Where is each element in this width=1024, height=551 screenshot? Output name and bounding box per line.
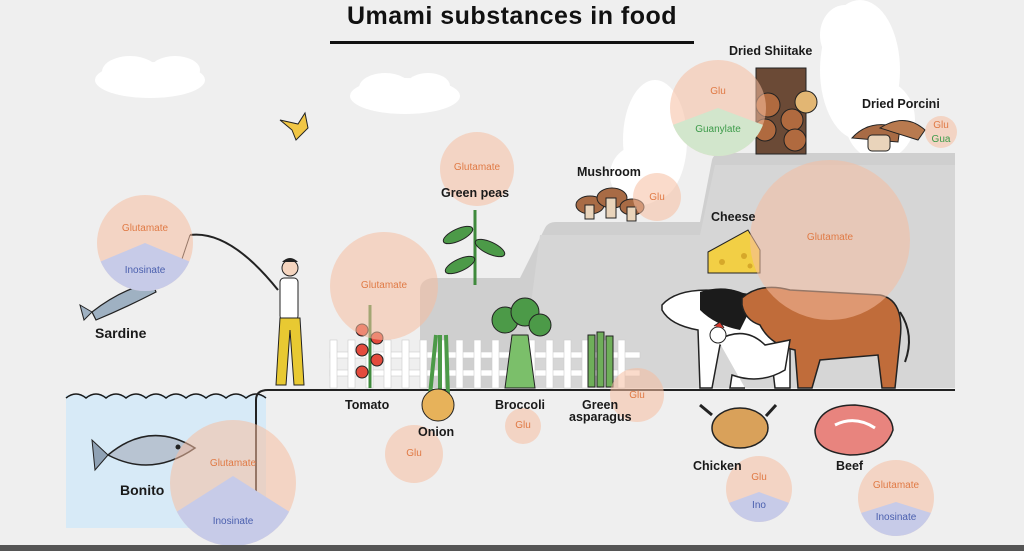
- porcini-glu-label: Glu: [933, 120, 949, 131]
- sardine-label: Sardine: [95, 325, 147, 341]
- mushroom-bubble: Glu: [633, 173, 681, 221]
- porcini-gua-label: Gua: [931, 134, 951, 145]
- shiitake-bubble: Glu Guanylate: [670, 60, 766, 156]
- cheese-bubble: Glutamate: [750, 160, 910, 320]
- sardine-inosinate-wedge: [97, 243, 193, 291]
- beef-inosinate-label: Inosinate: [875, 512, 917, 523]
- cheese-glutamate-label: Glutamate: [806, 232, 854, 243]
- green-peas-glutamate-label: Glutamate: [453, 162, 501, 173]
- fisherman-icon: [179, 233, 305, 386]
- page-title: Umami substances in food: [346, 2, 678, 30]
- cheese-label: Cheese: [711, 210, 756, 224]
- asparagus-bubble: Glu: [610, 368, 664, 422]
- asparagus-label-line2: asparagus: [569, 410, 632, 424]
- chicken-icon: [699, 403, 778, 449]
- porcini-bubble: Glu Gua: [925, 116, 957, 148]
- dried-porcini-icon: [850, 120, 926, 152]
- asparagus-icon: [587, 331, 614, 388]
- onion-icon: [421, 334, 455, 422]
- green-peas-label: Green peas: [441, 186, 510, 200]
- shiitake-label: Dried Shiitake: [729, 44, 813, 58]
- bonito-inosinate-label: Inosinate: [212, 516, 254, 527]
- sardine-icon: [79, 281, 157, 321]
- green-peas-bubble: Glutamate: [440, 132, 514, 206]
- mushroom-label: Mushroom: [577, 165, 641, 179]
- broccoli-icon: [491, 297, 552, 389]
- beef-icon: [814, 404, 894, 456]
- hen-icon: [709, 321, 791, 389]
- shiitake-guanylate-label: Guanylate: [695, 124, 741, 135]
- asparagus-glu-label: Glu: [629, 390, 645, 401]
- chicken-ino-label: Ino: [752, 500, 766, 511]
- beef-inosinate-wedge: [858, 502, 934, 536]
- bonito-inosinate-wedge: [170, 476, 296, 546]
- chicken-inosinate-wedge: [726, 492, 792, 522]
- asparagus-label-line1: Green: [582, 398, 619, 412]
- bottom-bar: [0, 545, 1024, 551]
- waves: [65, 393, 267, 399]
- tomato-bubble: Glutamate: [330, 232, 438, 340]
- chicken-label: Chicken: [693, 459, 742, 473]
- clouds: [95, 56, 460, 114]
- sardine-bubble: Glutamate Inosinate: [97, 195, 193, 291]
- chicken-glu-label: Glu: [751, 472, 767, 483]
- tomato-glutamate-label: Glutamate: [360, 280, 408, 291]
- bonito-bubble: Glutamate Inosinate: [170, 420, 296, 546]
- shiitake-glu-label: Glu: [710, 86, 726, 97]
- chicken-bubble: Glu Ino: [726, 456, 792, 522]
- tomato-label: Tomato: [345, 398, 390, 412]
- porcini-label: Dried Porcini: [862, 97, 940, 111]
- bonito-icon: [91, 434, 197, 472]
- onion-bubble: Glu: [385, 425, 443, 483]
- bird-icon: [279, 111, 309, 141]
- bonito-label: Bonito: [120, 482, 165, 498]
- mushroom-glu-label: Glu: [649, 192, 665, 203]
- broccoli-glu-label: Glu: [515, 420, 531, 431]
- bonito-glutamate-label: Glutamate: [209, 458, 257, 469]
- beef-glutamate-label: Glutamate: [872, 480, 920, 491]
- shiitake-guanylate-wedge: [670, 108, 766, 156]
- beef-label: Beef: [836, 459, 864, 473]
- broccoli-bubble: Glu: [505, 408, 541, 444]
- broccoli-label: Broccoli: [495, 398, 546, 412]
- beef-bubble: Glutamate Inosinate: [858, 460, 934, 536]
- sardine-inosinate-label: Inosinate: [124, 265, 166, 276]
- ground-line: [255, 389, 955, 528]
- title-underline: [330, 41, 694, 44]
- onion-glu-label: Glu: [406, 448, 422, 459]
- onion-label: Onion: [418, 425, 455, 439]
- sardine-glutamate-label: Glutamate: [121, 223, 169, 234]
- green-peas-icon: [442, 210, 506, 285]
